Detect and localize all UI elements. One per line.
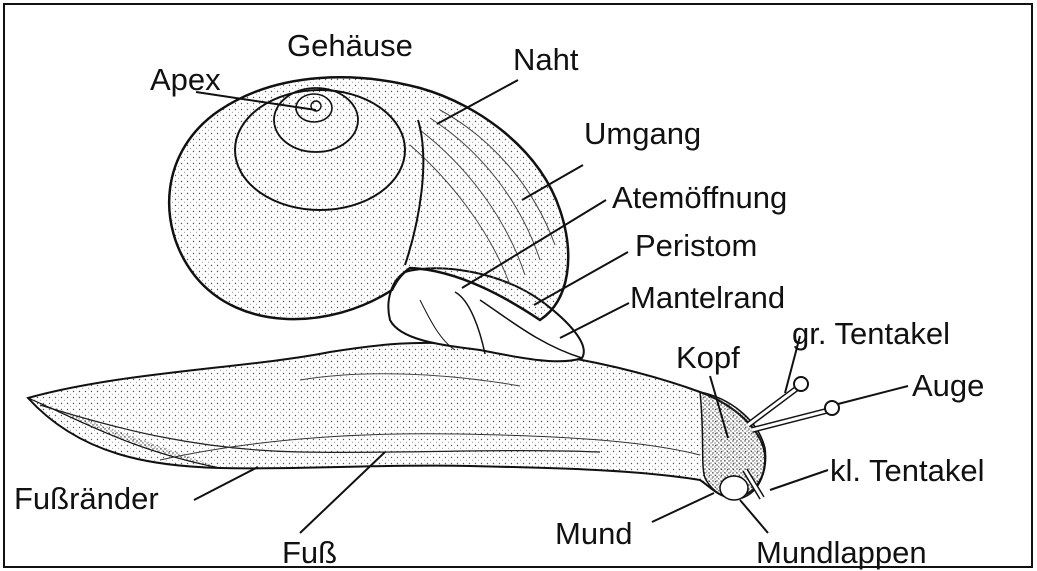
label-umgang: Umgang xyxy=(584,118,701,149)
label-mund: Mund xyxy=(555,518,633,549)
label-fussraender: Fußränder xyxy=(14,483,159,514)
label-peristom: Peristom xyxy=(635,230,757,261)
label-naht: Naht xyxy=(513,44,578,75)
label-kl-tentakel: kl. Tentakel xyxy=(830,455,985,486)
label-mundlappen: Mundlappen xyxy=(756,537,927,568)
label-atemoeffnung: Atemöffnung xyxy=(612,182,787,213)
label-kopf: Kopf xyxy=(676,342,740,373)
label-fuss: Fuß xyxy=(282,537,337,568)
label-auge: Auge xyxy=(912,370,984,401)
label-apex: Apex xyxy=(150,64,221,95)
label-mantelrand: Mantelrand xyxy=(630,282,785,313)
snail-shell xyxy=(169,77,568,320)
label-gr-tentakel: gr. Tentakel xyxy=(792,318,950,349)
snail-foot xyxy=(28,343,765,497)
label-gehaeuse: Gehäuse xyxy=(287,30,413,61)
